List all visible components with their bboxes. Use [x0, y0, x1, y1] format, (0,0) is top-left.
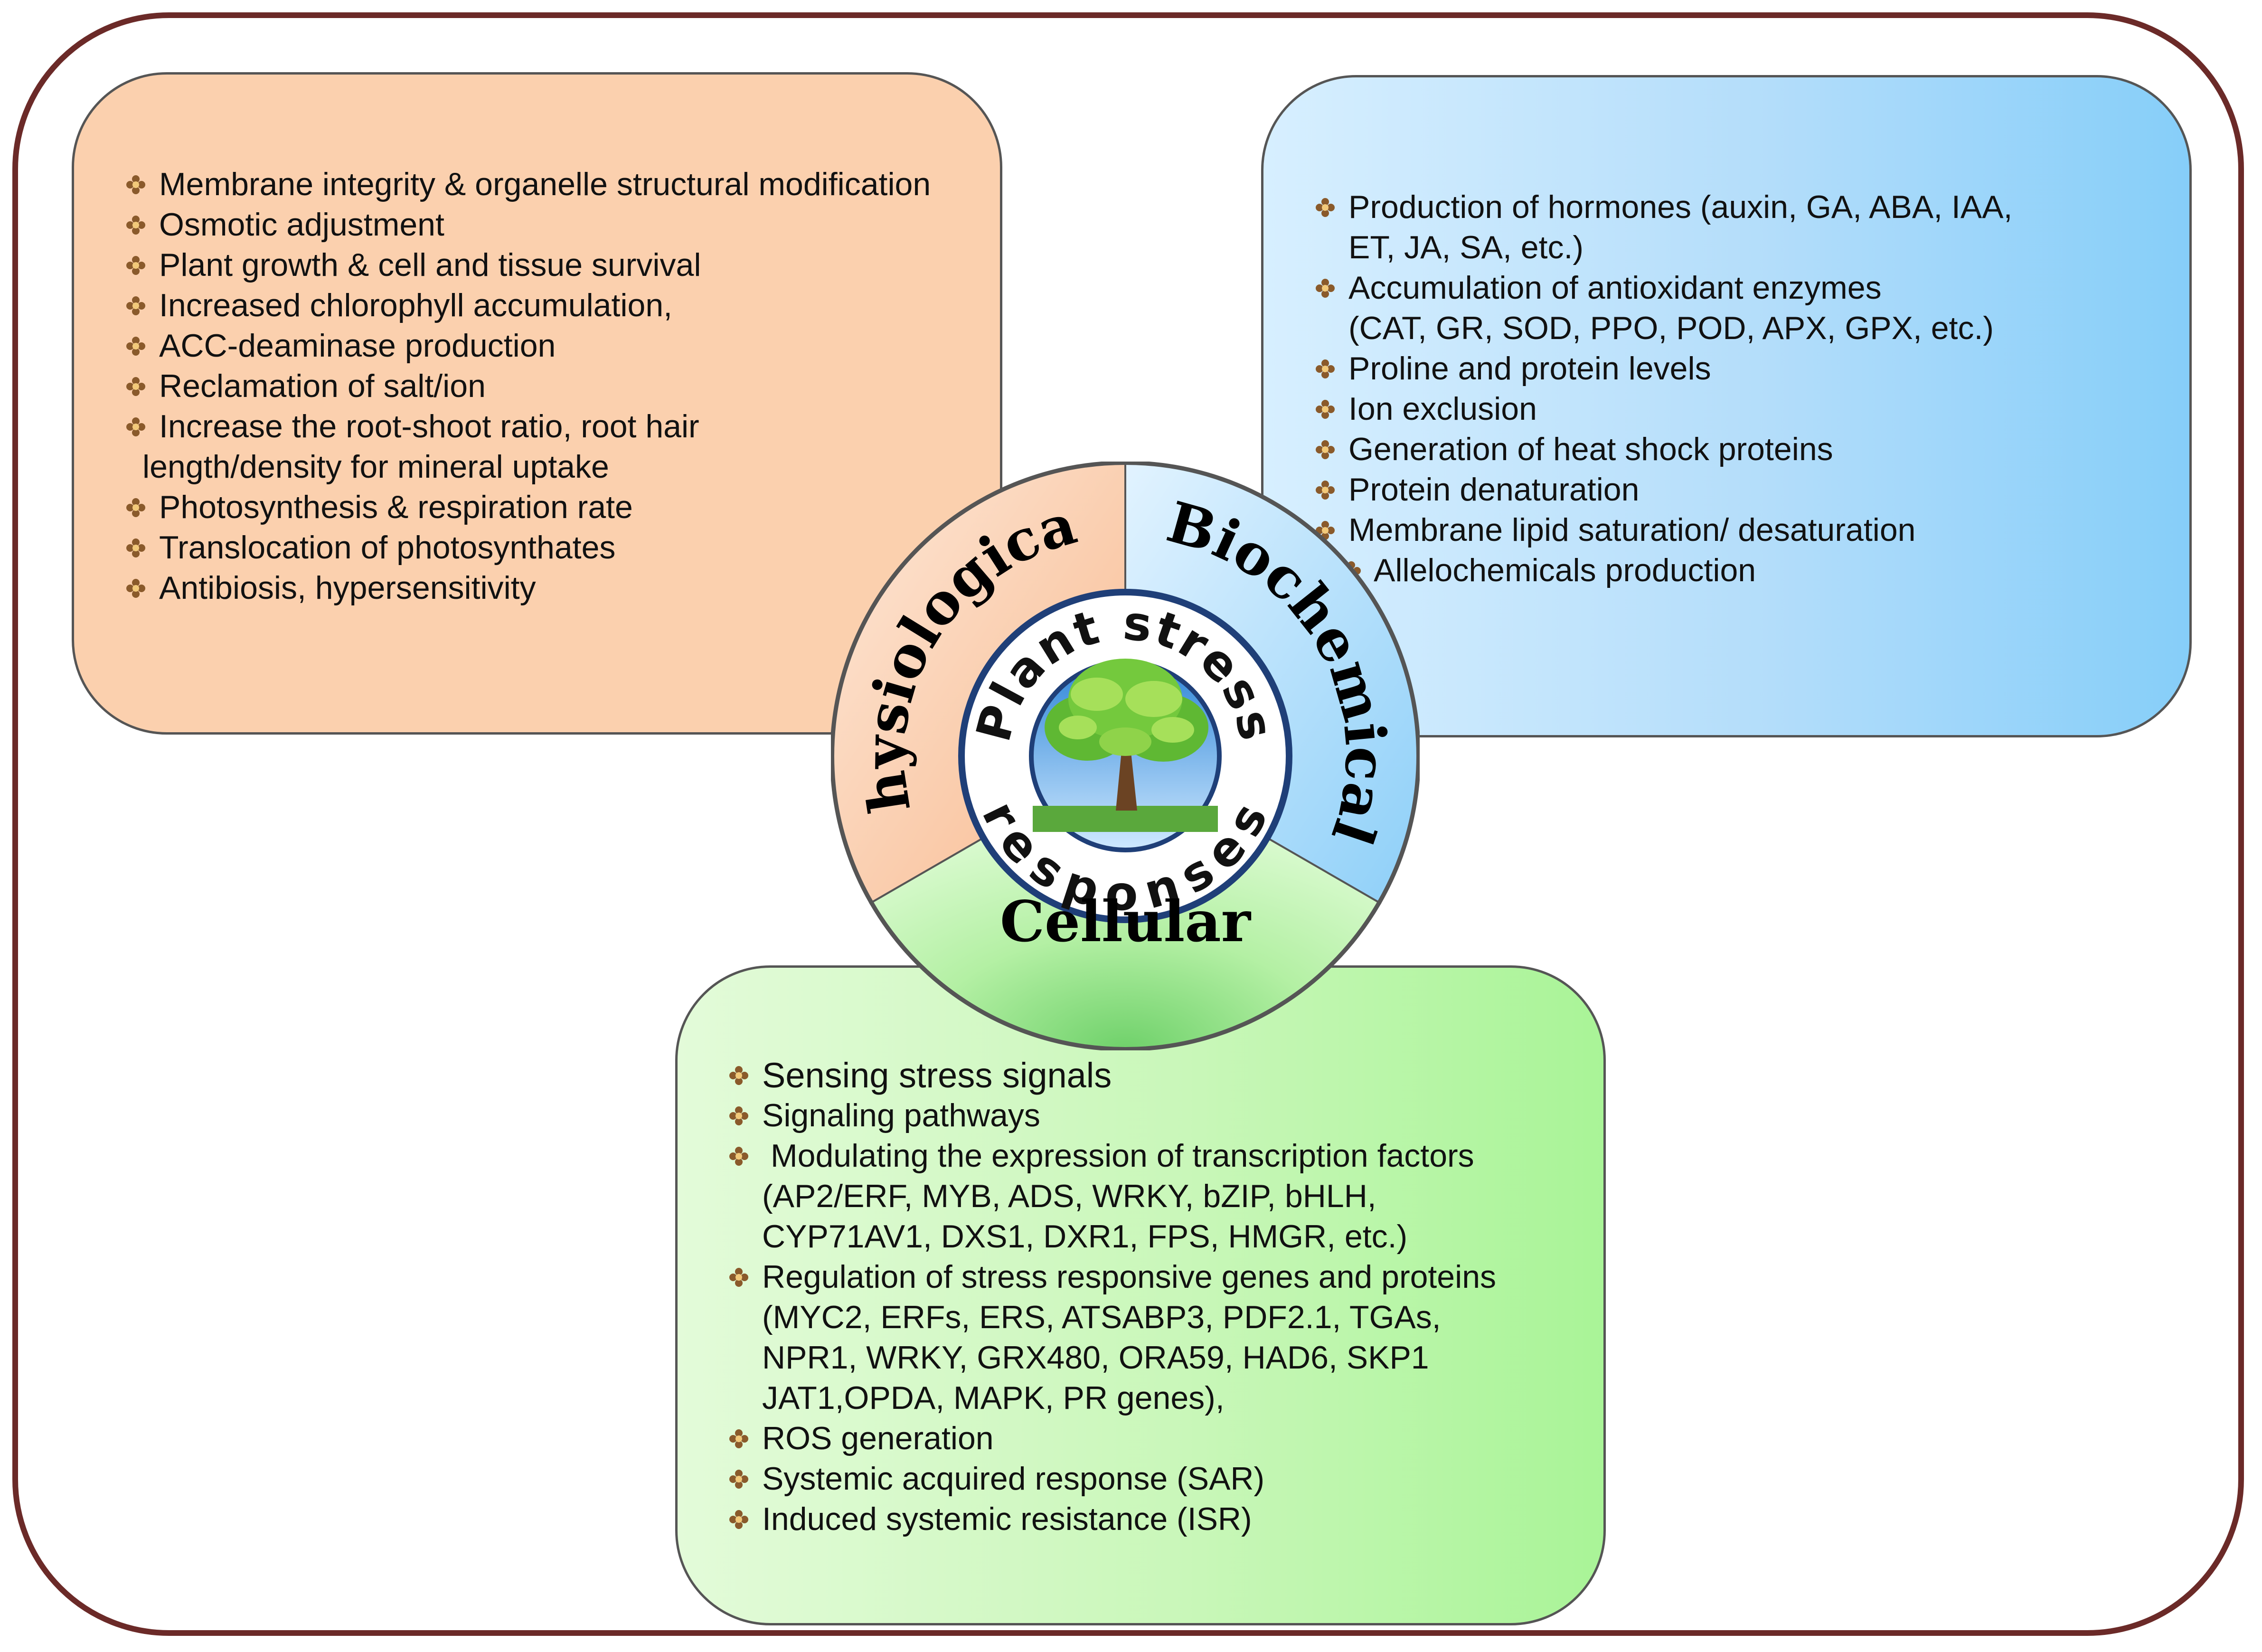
list-item-continuation: (MYC2, ERFs, ERS, ATSABP3, PDF2.1, TGAs,	[762, 1299, 1441, 1335]
list-item: Accumulation of antioxidant enzymes (CAT,…	[1315, 268, 2179, 349]
list-item-text: Increase the root-shoot ratio, root hair	[159, 408, 699, 444]
list-item: Photosynthesis & respiration rate	[126, 487, 990, 528]
list-item: Increased chlorophyll accumulation,	[126, 285, 990, 326]
tree-icon	[1033, 659, 1218, 832]
list-item-text: Plant growth & cell and tissue survival	[159, 247, 701, 283]
cellular-box	[675, 965, 1606, 1625]
list-item-continuation: (AP2/ERF, MYB, ADS, WRKY, bZIP, bHLH,	[762, 1178, 1376, 1214]
center-wheel-graphic: Plant stress responses Physiological Bio…	[831, 462, 1420, 1050]
list-item-continuation: NPR1, WRKY, GRX480, ORA59, HAD6, SKP1	[762, 1340, 1429, 1376]
flower-bullet-icon	[126, 296, 145, 315]
list-item-text: Allelochemicals production	[1374, 552, 1756, 588]
list-item-text: Photosynthesis & respiration rate	[159, 489, 633, 525]
list-item: Systemic acquired response (SAR)	[729, 1459, 1593, 1499]
list-item-continuation: CYP71AV1, DXS1, DXR1, FPS, HMGR, etc.)	[762, 1218, 1408, 1255]
list-item-text: Systemic acquired response (SAR)	[762, 1461, 1265, 1497]
biochemical-box	[1261, 75, 2192, 737]
flower-bullet-icon	[126, 337, 145, 356]
list-item: Induced systemic resistance (ISR)	[729, 1499, 1593, 1539]
flower-bullet-icon	[126, 256, 145, 275]
list-item: Increase the root-shoot ratio, root hair…	[126, 406, 990, 487]
center-wheel: Plant stress responses Physiological Bio…	[831, 462, 1420, 1050]
list-item-text: Regulation of stress responsive genes an…	[762, 1259, 1497, 1295]
list-item-text: Reclamation of salt/ion	[159, 368, 486, 404]
flower-bullet-icon	[729, 1106, 748, 1125]
list-item-text: Osmotic adjustment	[159, 207, 444, 243]
list-item: Sensing stress signals	[729, 1055, 1593, 1095]
list-item: Signaling pathways	[729, 1095, 1593, 1136]
flower-bullet-icon	[126, 216, 145, 235]
list-item: Protein denaturation	[1315, 470, 2179, 510]
list-item-text: Accumulation of antioxidant enzymes	[1348, 270, 1882, 306]
flower-bullet-icon	[729, 1147, 748, 1166]
list-item-text: Antibiosis, hypersensitivity	[159, 570, 536, 606]
list-item: Membrane lipid saturation/ desaturation	[1315, 510, 2179, 550]
flower-bullet-icon	[1316, 279, 1335, 298]
list-item: Regulation of stress responsive genes an…	[729, 1257, 1593, 1418]
list-item: Ion exclusion	[1315, 389, 2179, 429]
list-item-continuation: JAT1,OPDA, MAPK, PR genes),	[762, 1380, 1225, 1416]
list-item-text: Production of hormones (auxin, GA, ABA, …	[1348, 189, 2013, 225]
list-item-text: Translocation of photosynthates	[159, 529, 616, 566]
list-item-text: Increased chlorophyll accumulation,	[159, 287, 673, 323]
list-item: Proline and protein levels	[1315, 349, 2179, 389]
flower-bullet-icon	[126, 175, 145, 194]
list-item-text: Modulating the expression of transcripti…	[771, 1138, 1474, 1174]
flower-bullet-icon	[729, 1470, 748, 1489]
flower-bullet-icon	[1316, 198, 1335, 217]
list-item-text: Protein denaturation	[1348, 472, 1640, 508]
flower-bullet-icon	[1316, 481, 1335, 500]
list-item: Membrane integrity & organelle structura…	[126, 164, 990, 205]
physiological-list: Membrane integrity & organelle structura…	[126, 164, 990, 608]
list-item: ACC-deaminase production	[126, 326, 990, 366]
physiological-box	[72, 72, 1002, 735]
flower-bullet-icon	[1316, 440, 1335, 459]
list-item-text: Membrane lipid saturation/ desaturation	[1348, 512, 1916, 548]
list-item: Plant growth & cell and tissue survival	[126, 245, 990, 285]
list-item-text: Ion exclusion	[1348, 391, 1537, 427]
list-item-continuation: (CAT, GR, SOD, PPO, POD, APX, GPX, etc.)	[1348, 310, 1994, 346]
flower-bullet-icon	[1316, 359, 1335, 378]
flower-bullet-icon	[729, 1268, 748, 1287]
list-item-text: ACC-deaminase production	[159, 328, 556, 364]
list-item-text: Induced systemic resistance (ISR)	[762, 1501, 1252, 1537]
flower-bullet-icon	[126, 498, 145, 517]
list-item-text: Membrane integrity & organelle structura…	[159, 166, 931, 202]
list-item: Reclamation of salt/ion	[126, 366, 990, 406]
flower-bullet-icon	[126, 377, 145, 396]
list-item-text: Generation of heat shock proteins	[1348, 431, 1833, 467]
flower-bullet-icon	[729, 1429, 748, 1448]
flower-bullet-icon	[729, 1510, 748, 1529]
sector-label-cellular: Cellular	[1000, 888, 1252, 954]
list-item-text: Proline and protein levels	[1348, 350, 1711, 387]
flower-bullet-icon	[126, 417, 145, 436]
list-item: Production of hormones (auxin, GA, ABA, …	[1315, 187, 2179, 268]
list-item: Translocation of photosynthates	[126, 528, 990, 568]
list-item-text: ROS generation	[762, 1420, 994, 1456]
list-item: Antibiosis, hypersensitivity	[126, 568, 990, 608]
list-item-text: Signaling pathways	[762, 1097, 1040, 1133]
flower-bullet-icon	[1316, 400, 1335, 419]
list-item-continuation: length/density for mineral uptake	[142, 449, 609, 485]
list-item-continuation: ET, JA, SA, etc.)	[1348, 229, 1584, 265]
list-item: Generation of heat shock proteins	[1315, 429, 2179, 470]
flower-bullet-icon	[126, 579, 145, 598]
list-item: Osmotic adjustment	[126, 205, 990, 245]
list-item: Allelochemicals production	[1315, 550, 2179, 591]
flower-bullet-icon	[729, 1066, 748, 1085]
list-item: Modulating the expression of transcripti…	[729, 1136, 1593, 1257]
biochemical-list: Production of hormones (auxin, GA, ABA, …	[1315, 187, 2179, 591]
list-item: ROS generation	[729, 1418, 1593, 1459]
list-item-text: Sensing stress signals	[762, 1056, 1112, 1095]
flower-bullet-icon	[126, 538, 145, 557]
